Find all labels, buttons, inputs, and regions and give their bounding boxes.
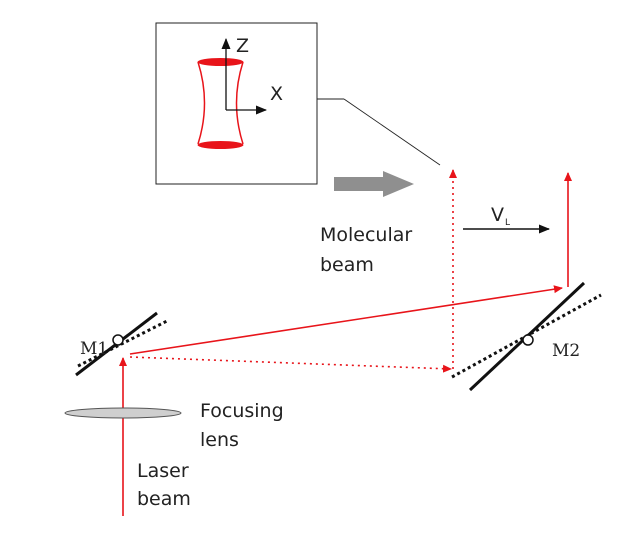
molecular-beam-flow-arrow — [334, 171, 414, 197]
mirror-m1-pivot — [112, 334, 124, 346]
x-axis-label: X — [270, 83, 283, 105]
focusing-lens-label-line2: lens — [200, 429, 239, 451]
beam-waist-top-ellipse — [197, 58, 244, 66]
molecular-beam-label-line1: Molecular — [320, 224, 412, 246]
mirror-m2: M2 — [451, 281, 602, 392]
mirror-m1: M1 — [75, 311, 168, 377]
laser-beam-m1-to-m2-alt — [129, 356, 452, 373]
laser-beam-label-line1: Laser — [137, 460, 189, 482]
velocity-symbol: V — [491, 204, 504, 226]
laser-beam-m1-to-m2 — [129, 285, 563, 355]
z-axis-label: Z — [236, 35, 249, 57]
beam-waist-bottom-ellipse — [197, 141, 244, 149]
inset-leader-line-diagonal — [343, 98, 441, 166]
velocity-label: VL — [491, 204, 510, 228]
mirror-m1-label: M1 — [80, 339, 108, 359]
mirror-m2-label: M2 — [552, 341, 580, 361]
inset-axes: Z X — [221, 35, 283, 115]
inset-panel: Z X — [155, 22, 318, 185]
laser-beam-label-line2: beam — [137, 488, 191, 510]
molecular-beam-label-line2: beam — [320, 254, 374, 276]
beam-waist-shape — [197, 58, 244, 149]
velocity-indicator: VL — [463, 204, 550, 234]
focusing-lens — [64, 407, 182, 419]
focusing-lens-label-line1: Focusing — [200, 400, 284, 422]
mirror-m2-pivot — [522, 334, 534, 346]
velocity-subscript: L — [505, 218, 510, 228]
